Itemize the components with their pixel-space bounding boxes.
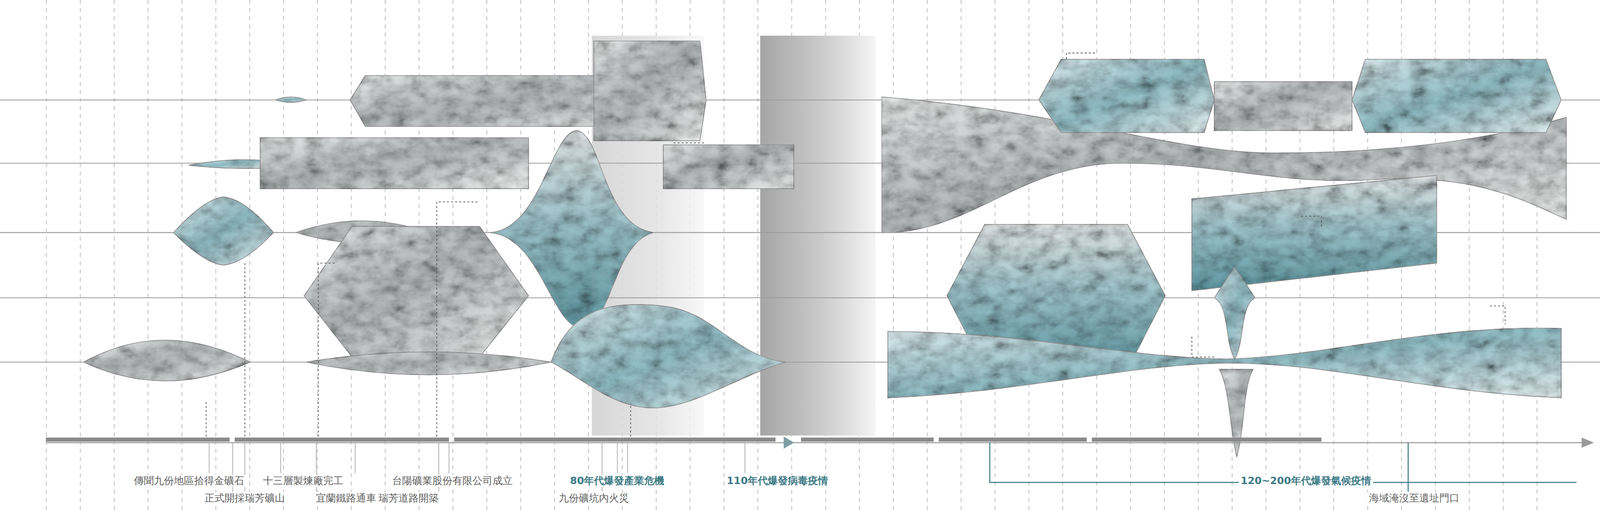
crisis-label: 120~200年代爆發氣候疫情 [1238, 474, 1374, 487]
timeline-label: 九份礦坑內火災 [556, 492, 631, 504]
timeline-label: 十三層製煉廠完工 [261, 474, 346, 487]
timeline-label: 海域淹沒至遺址門口 [1367, 492, 1462, 504]
timeline-label: 宜蘭鐵路通車 [314, 492, 378, 504]
crisis-label: 110年代爆發病毒疫情 [724, 474, 830, 487]
timeline-label: 台陽礦業股份有限公司成立 [390, 474, 515, 487]
timeline-label: 正式開採瑞芳礦山 [202, 492, 287, 504]
crisis-label: 80年代爆發產業危機 [568, 474, 667, 487]
timeline-label: 瑞芳道路開築 [376, 492, 441, 504]
timeline-label: 傳聞九份地區拾得金礦石 [131, 474, 247, 487]
